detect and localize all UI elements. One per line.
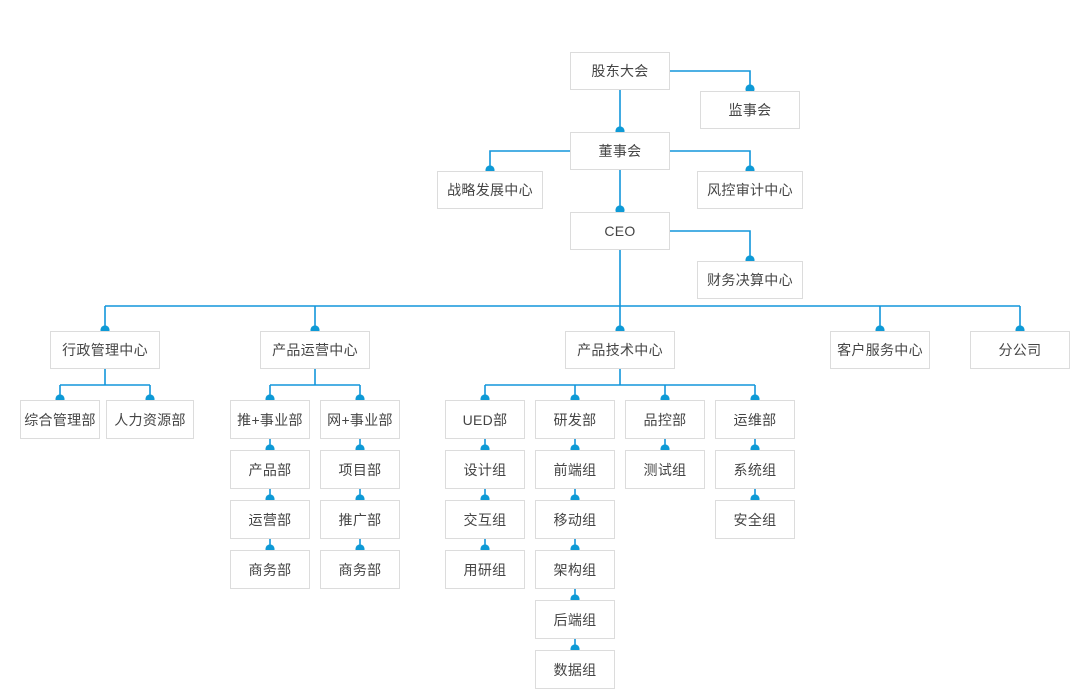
node-label: 运维部 [733, 411, 777, 428]
node-label: 产品部 [248, 461, 292, 478]
node-product-technology-center[interactable]: 产品技术中心 [565, 331, 675, 369]
node-label: 数据组 [553, 661, 597, 678]
node-promotion-dept[interactable]: 推广部 [320, 500, 400, 539]
node-label: 分公司 [998, 342, 1042, 358]
node-label: 品控部 [643, 411, 687, 428]
node-label: CEO [604, 223, 636, 239]
node-label: 风控审计中心 [707, 182, 793, 198]
node-user-research-group[interactable]: 用研组 [445, 550, 525, 589]
node-ceo[interactable]: CEO [570, 212, 670, 250]
node-label: UED部 [462, 411, 508, 428]
node-backend-group[interactable]: 后端组 [535, 600, 615, 639]
node-design-group[interactable]: 设计组 [445, 450, 525, 489]
node-label: 测试组 [643, 461, 687, 478]
node-frontend-group[interactable]: 前端组 [535, 450, 615, 489]
node-label: 股东大会 [591, 63, 649, 79]
node-architecture-group[interactable]: 架构组 [535, 550, 615, 589]
node-label: 财务决算中心 [707, 272, 793, 288]
node-interaction-group[interactable]: 交互组 [445, 500, 525, 539]
node-label: 系统组 [733, 461, 777, 478]
node-security-group[interactable]: 安全组 [715, 500, 795, 539]
node-shareholders-meeting[interactable]: 股东大会 [570, 52, 670, 90]
node-label: 商务部 [338, 561, 382, 578]
node-general-management-dept[interactable]: 综合管理部 [20, 400, 100, 439]
node-test-group[interactable]: 测试组 [625, 450, 705, 489]
node-label: 项目部 [338, 461, 382, 478]
node-label: 研发部 [553, 411, 597, 428]
node-label: 综合管理部 [24, 411, 96, 428]
node-label: 人力资源部 [114, 411, 186, 428]
node-supervisory-board[interactable]: 监事会 [700, 91, 800, 129]
node-label: 用研组 [463, 561, 507, 578]
node-qa-dept[interactable]: 品控部 [625, 400, 705, 439]
node-label: 产品运营中心 [272, 342, 358, 358]
node-ops-dept[interactable]: 运维部 [715, 400, 795, 439]
node-strategy-development-center[interactable]: 战略发展中心 [437, 171, 543, 209]
node-label: 安全组 [733, 511, 777, 528]
node-operation-dept[interactable]: 运营部 [230, 500, 310, 539]
node-mobile-group[interactable]: 移动组 [535, 500, 615, 539]
node-label: 设计组 [463, 461, 507, 478]
node-board-of-directors[interactable]: 董事会 [570, 132, 670, 170]
node-system-group[interactable]: 系统组 [715, 450, 795, 489]
node-project-dept[interactable]: 项目部 [320, 450, 400, 489]
node-label: 交互组 [463, 511, 507, 528]
node-label: 客户服务中心 [837, 342, 923, 358]
node-label: 前端组 [553, 461, 597, 478]
node-label: 移动组 [553, 511, 597, 528]
node-product-operation-center[interactable]: 产品运营中心 [260, 331, 370, 369]
node-branch-company[interactable]: 分公司 [970, 331, 1070, 369]
node-finance-settlement-center[interactable]: 财务决算中心 [697, 261, 803, 299]
node-tui-business-unit[interactable]: 推+事业部 [230, 400, 310, 439]
node-label: 商务部 [248, 561, 292, 578]
node-data-group[interactable]: 数据组 [535, 650, 615, 689]
node-label: 后端组 [553, 611, 597, 628]
node-label: 架构组 [553, 561, 597, 578]
node-customer-service-center[interactable]: 客户服务中心 [830, 331, 930, 369]
node-rd-dept[interactable]: 研发部 [535, 400, 615, 439]
node-ued-dept[interactable]: UED部 [445, 400, 525, 439]
node-label: 推+事业部 [237, 411, 303, 428]
node-business-dept-b[interactable]: 商务部 [320, 550, 400, 589]
node-admin-management-center[interactable]: 行政管理中心 [50, 331, 160, 369]
node-label: 监事会 [728, 102, 772, 118]
node-label: 推广部 [338, 511, 382, 528]
node-wang-business-unit[interactable]: 网+事业部 [320, 400, 400, 439]
node-label: 行政管理中心 [62, 342, 148, 358]
node-label: 网+事业部 [327, 411, 393, 428]
node-label: 董事会 [598, 143, 642, 159]
node-risk-audit-center[interactable]: 风控审计中心 [697, 171, 803, 209]
node-business-dept-a[interactable]: 商务部 [230, 550, 310, 589]
node-label: 产品技术中心 [577, 342, 663, 358]
node-human-resources-dept[interactable]: 人力资源部 [106, 400, 194, 439]
node-label: 运营部 [248, 511, 292, 528]
node-label: 战略发展中心 [447, 182, 533, 198]
node-product-dept[interactable]: 产品部 [230, 450, 310, 489]
